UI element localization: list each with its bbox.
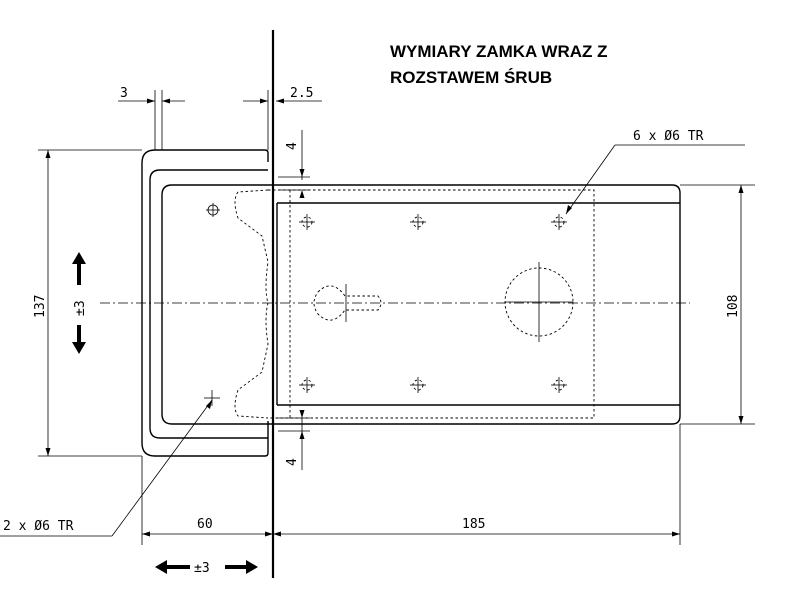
dim-height-plate <box>680 184 755 425</box>
dim-label-gap-top: 4 <box>285 142 300 150</box>
dim-gap <box>278 130 310 470</box>
dim-label-2-5: 2.5 <box>290 86 313 101</box>
dim-label-horizontal-adjust: ±3 <box>194 561 210 576</box>
title-line-2: ROZSTAWEM ŚRUB <box>390 68 552 87</box>
hidden-outlines <box>234 189 595 419</box>
title-line-1: WYMIARY ZAMKA WRAZ Z <box>390 42 608 61</box>
dim-label-gap-bottom: 4 <box>285 458 300 466</box>
callout-plate-holes <box>565 144 745 215</box>
dim-top <box>118 90 322 150</box>
dim-label-3: 3 <box>120 86 128 101</box>
bracket-hole-markers <box>204 203 220 406</box>
dim-label-108: 108 <box>726 295 741 318</box>
dim-height-total <box>38 149 142 457</box>
plate-hole-markers <box>299 214 567 393</box>
dim-label-60: 60 <box>197 517 213 532</box>
dim-label-185: 185 <box>462 517 485 532</box>
bracket-outline <box>141 149 269 457</box>
hole-centers <box>345 262 573 342</box>
dim-label-137: 137 <box>33 295 48 318</box>
callout-bracket-holes <box>0 399 213 537</box>
adjust-horizontal-arrows <box>155 560 258 574</box>
dim-bottom <box>141 424 681 545</box>
callout-plate-holes-label: 6 x Ø6 TR <box>633 129 704 144</box>
callout-bracket-holes-label: 2 x Ø6 TR <box>3 519 74 534</box>
lock-body <box>161 184 681 425</box>
adjust-vertical-arrows <box>72 252 86 354</box>
dim-label-vertical-adjust: ±3 <box>73 300 88 316</box>
